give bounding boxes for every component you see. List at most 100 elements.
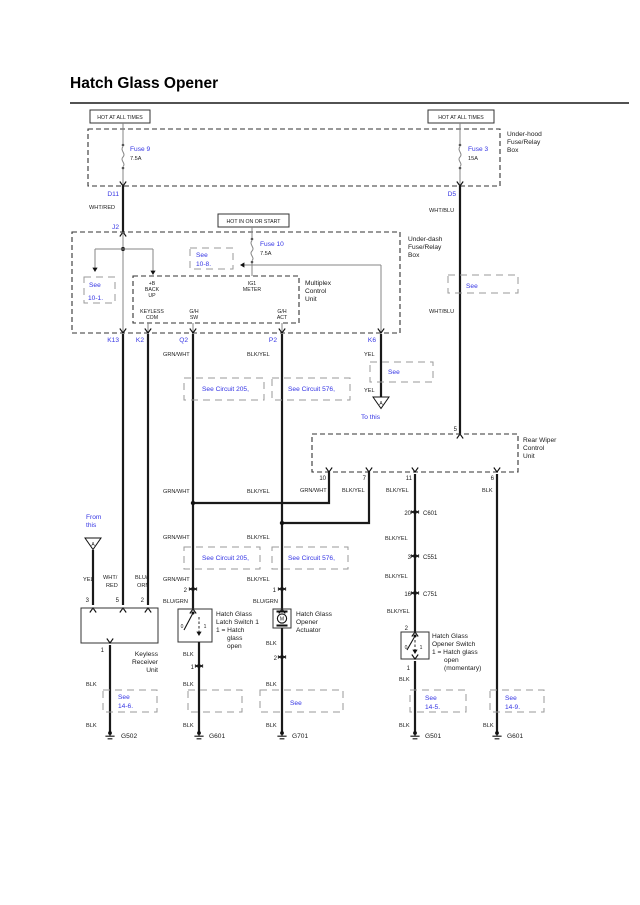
- fuse10-link[interactable]: Fuse 10: [260, 241, 284, 248]
- see-14-9-link-word[interactable]: See: [505, 695, 517, 702]
- motor-letter: M: [280, 617, 284, 623]
- c551-pin: 3: [408, 555, 412, 561]
- wire-label-blk-opener-2: BLK: [399, 723, 410, 729]
- mux-pin-backup-1: +B: [149, 281, 156, 287]
- see-10-1-link-page[interactable]: 10-1.: [88, 295, 103, 302]
- wire-label-blk-act-2: BLK: [266, 682, 277, 688]
- latch-gnd-connector-pin: 1: [191, 665, 195, 671]
- terminal-rw-pin7-icon: [365, 466, 373, 473]
- connector-j2[interactable]: J2: [112, 224, 119, 231]
- inline-connector-latch-pin: 2: [184, 588, 188, 594]
- opener-switch-pos1: 1: [420, 645, 423, 651]
- actuator-label-2: Opener: [296, 619, 319, 626]
- see-circuit205-link-2[interactable]: See Circuit 205,: [202, 555, 249, 562]
- terminal-keyless-pin3-icon: [89, 607, 97, 614]
- opener-label-1: Hatch Glass: [432, 633, 469, 640]
- rear-wiper-label-3: Unit: [523, 453, 535, 460]
- see-14-9-link-page[interactable]: 14-9.: [505, 704, 520, 711]
- underhood-label-2: Fuse/Relay: [507, 139, 541, 146]
- connector-p2[interactable]: P2: [269, 337, 277, 344]
- c601-pin: 20: [404, 511, 411, 517]
- mux-pin-ig1-2: METER: [243, 287, 261, 293]
- actuator-label-3: Actuator: [296, 627, 321, 634]
- keyless-pin2: 2: [141, 598, 145, 604]
- wire-label-wht-red2-2: RED: [106, 583, 118, 589]
- underdash-label-2: Fuse/Relay: [408, 244, 442, 251]
- arrow-to-see101-icon: [92, 267, 98, 272]
- rear-wiper-control-unit-box: [311, 433, 519, 473]
- connector-k2[interactable]: K2: [136, 337, 144, 344]
- terminal-keyless-pin5-icon: [119, 607, 127, 614]
- see-14-6-link-word[interactable]: See: [118, 694, 130, 701]
- latch-switch-lever: [183, 612, 194, 631]
- fuse9-rating: 7.5A: [130, 156, 142, 162]
- keyless-receiver-unit-box: [80, 607, 159, 644]
- rear-wiper-label-2: Control: [523, 445, 545, 452]
- rear-wiper-pin7: 7: [363, 476, 367, 482]
- see-14-5-link-page[interactable]: 14-5.: [425, 704, 440, 711]
- see-ref-whtblu-link[interactable]: See: [466, 283, 478, 290]
- underhood-label-1: Under-hood: [507, 131, 542, 138]
- terminal-keyless-pin2-icon: [144, 607, 152, 614]
- connector-c601: C601: [423, 511, 438, 517]
- ground-g601b-icon: [491, 730, 503, 740]
- from-this-link-2[interactable]: this: [86, 522, 97, 529]
- wire-label-blu-grn-2: BLU/GRN: [253, 599, 278, 605]
- see-ref-k6-link[interactable]: See: [388, 369, 400, 376]
- connector-q2[interactable]: Q2: [179, 337, 188, 344]
- latch-label-3: 1 = Hatch: [216, 627, 245, 634]
- underhood-section: HOT AT ALL TIMES HOT AT ALL TIMES Under-…: [87, 109, 542, 198]
- keyless-label-1: Keyless: [135, 651, 159, 658]
- connector-k6[interactable]: K6: [368, 337, 376, 344]
- keyless-receiver-unit: 3 5 2 1 Keyless Receiver Unit: [80, 598, 159, 674]
- connector-d5[interactable]: D5: [448, 191, 457, 198]
- latch-label-2: Latch Switch 1: [216, 619, 259, 626]
- see-14-5-link-word[interactable]: See: [425, 695, 437, 702]
- inline-connector-actuator-pin: 1: [273, 588, 277, 594]
- latch-label-5: open: [227, 643, 242, 650]
- connector-c551: C551: [423, 555, 438, 561]
- multiplex-label-2: Control: [305, 288, 327, 295]
- fuse3-link[interactable]: Fuse 3: [468, 146, 488, 153]
- ground-g501-label: G501: [425, 733, 441, 740]
- connector-d11[interactable]: D11: [107, 191, 119, 198]
- keyless-label-3: Unit: [146, 667, 158, 674]
- wire-label-blk-latch-2: BLK: [183, 682, 194, 688]
- underdash-section: J2 HOT IN ON OR START Under-dash Fuse/Re…: [71, 213, 443, 344]
- see-14-5-box: [409, 689, 467, 713]
- opener-switch-pin1: 1: [407, 666, 411, 672]
- terminal-opener-bottom-icon: [411, 653, 419, 660]
- see-circuit205-link-1[interactable]: See Circuit 205,: [202, 386, 249, 393]
- see-ref-g701-link[interactable]: See: [290, 700, 302, 707]
- wire-label-grn-wht-1: GRN/WHT: [163, 352, 190, 358]
- ground-g701-icon: [276, 730, 288, 740]
- see-14-6-link-page[interactable]: 14-6.: [118, 703, 133, 710]
- mux-pin-ghact-2: ACT: [277, 315, 288, 321]
- connector-k13[interactable]: K13: [107, 337, 119, 344]
- wire-label-blk-keyless-2: BLK: [86, 723, 97, 729]
- fuse3-rating: 15A: [468, 156, 478, 162]
- see-14-9-box: [489, 689, 545, 713]
- see-10-8-link-word[interactable]: See: [196, 252, 208, 259]
- see-circuit205-box-1: [183, 377, 265, 401]
- wire-label-blk-pin6-2: BLK: [483, 723, 494, 729]
- ground-g502-label: G502: [121, 733, 137, 740]
- fuse9-link[interactable]: Fuse 9: [130, 146, 150, 153]
- see-circuit576-link-2[interactable]: See Circuit 576,: [288, 555, 335, 562]
- see-10-8-link-page[interactable]: 10-8.: [196, 261, 211, 268]
- c751-pin: 16: [404, 592, 411, 598]
- see-10-1-link-word[interactable]: See: [89, 282, 101, 289]
- from-this-link-1[interactable]: From: [86, 514, 102, 521]
- hot-in-on-or-start-label: HOT IN ON OR START: [227, 219, 282, 225]
- to-this-link[interactable]: To this: [361, 414, 381, 421]
- wire-label-wht-red2-1: WHT/: [103, 575, 118, 581]
- see-circuit576-link-1[interactable]: See Circuit 576,: [288, 386, 335, 393]
- wire-label-wht-blu-2: WHT/BLU: [429, 309, 454, 315]
- wire-label-blu-orn-2: ORN: [137, 583, 149, 589]
- ground-g601a-icon: [193, 730, 205, 740]
- mux-pin-ghsw-2: SW: [190, 315, 198, 321]
- hot-at-all-times-left-label: HOT AT ALL TIMES: [97, 115, 143, 121]
- multiplex-label-3: Unit: [305, 296, 317, 303]
- wire-label-grn-wht-3: GRN/WHT: [163, 535, 190, 541]
